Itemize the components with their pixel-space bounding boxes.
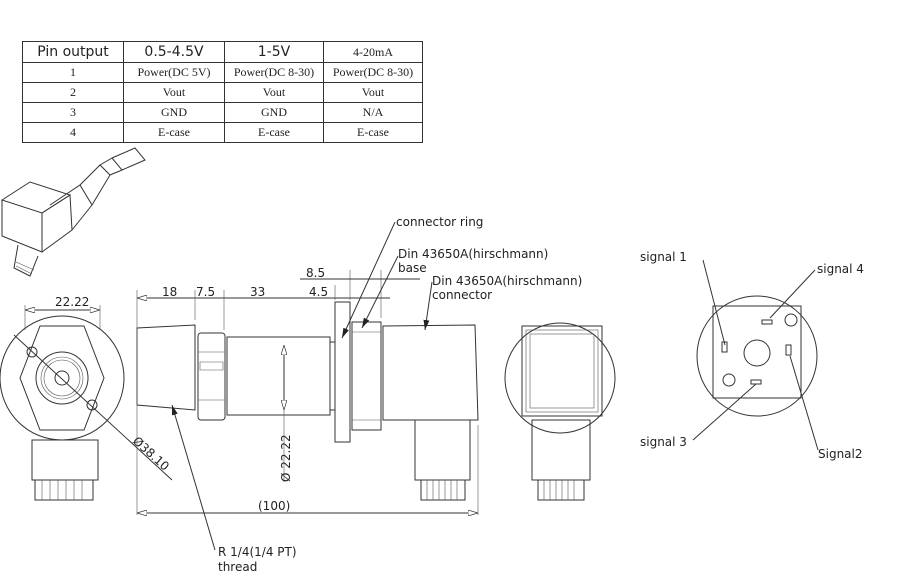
side-view: 18 7.5 33 4.5 8.5 Ø 22.22 (100) connecto… bbox=[136, 215, 582, 574]
pin-output-table: Pin output 0.5-4.5V 1-5V 4-20mA 1 Power(… bbox=[22, 41, 423, 143]
label-connector-ring: connector ring bbox=[396, 215, 483, 229]
label-din-connector-line1: Din 43650A(hirschmann) bbox=[432, 274, 582, 288]
label-din-base-line1: Din 43650A(hirschmann) bbox=[398, 247, 548, 261]
label-din-base-line2: base bbox=[398, 261, 427, 275]
label-signal-3: signal 3 bbox=[640, 435, 687, 449]
dim-33: 33 bbox=[250, 285, 265, 299]
dim-end-width: 22.22 bbox=[55, 295, 89, 309]
dim-7-5: 7.5 bbox=[196, 285, 215, 299]
label-thread-line2: thread bbox=[218, 560, 257, 574]
label-signal-2: Signal2 bbox=[818, 447, 863, 461]
dim-body-diameter: Ø 22.22 bbox=[279, 434, 293, 482]
dim-flange-diameter: Ø38.10 bbox=[130, 434, 172, 474]
table-row: 3 GND GND N/A bbox=[22, 102, 423, 123]
cell: GND bbox=[224, 102, 324, 123]
label-signal-4: signal 4 bbox=[817, 262, 864, 276]
isometric-view bbox=[0, 147, 146, 277]
cell: E-case bbox=[224, 122, 324, 143]
dim-total-length: (100) bbox=[258, 499, 290, 513]
dim-4-5: 4.5 bbox=[309, 285, 328, 299]
pin-layout-view: signal 1 signal 4 signal 3 Signal2 bbox=[640, 250, 864, 461]
dim-8-5: 8.5 bbox=[306, 266, 325, 280]
table-row: 4 E-case E-case E-case bbox=[22, 122, 423, 143]
cell: GND bbox=[123, 102, 225, 123]
label-thread-line1: R 1/4(1/4 PT) bbox=[218, 545, 297, 559]
label-din-connector-line2: connector bbox=[432, 288, 492, 302]
left-end-view: 22.22 Ø38.10 bbox=[0, 295, 173, 501]
cell: Power(DC 8-30) bbox=[224, 62, 324, 83]
right-end-view bbox=[504, 322, 616, 501]
header-pin-output: Pin output bbox=[22, 41, 124, 63]
dim-18: 18 bbox=[162, 285, 177, 299]
label-signal-1: signal 1 bbox=[640, 250, 687, 264]
cell: E-case bbox=[323, 122, 423, 143]
